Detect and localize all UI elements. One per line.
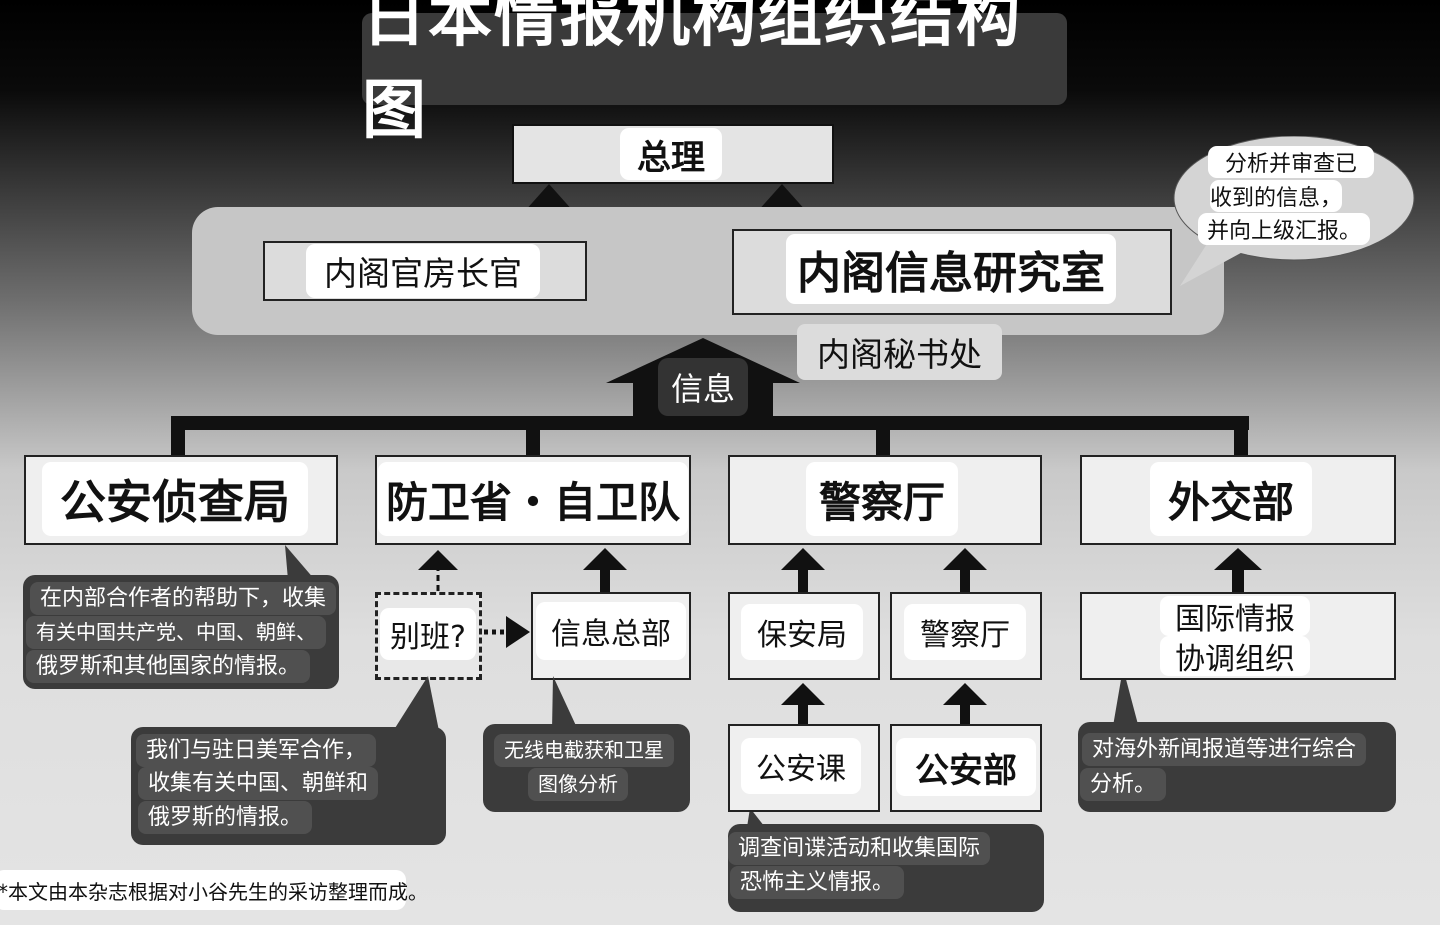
ciro-note-line-1: 分析并审查已 [1208, 146, 1374, 178]
mofa-note-line-2: 分析。 [1080, 768, 1167, 801]
chief-cabinet-secretary-label: 内阁官房长官 [306, 244, 540, 298]
security-bureau-label: 保安局 [741, 604, 863, 660]
footnote: *本文由本杂志根据对小谷先生的采访整理而成。 [0, 870, 428, 910]
cabinet-secretariat-label: 内阁秘书处 [797, 324, 1002, 380]
psia-label: 公安侦查局 [42, 462, 308, 536]
mod-label: 防卫省・自卫队 [378, 462, 688, 536]
npa-label: 警察厅 [806, 462, 958, 536]
bepan-note-line-2: 收集有关中国、朝鲜和 [138, 767, 379, 800]
ciro-label: 内阁信息研究室 [786, 234, 1116, 304]
dih-note-line-1: 无线电截获和卫星 [494, 734, 674, 767]
public-security-department-label: 公安部 [896, 738, 1036, 796]
bepan-label: 别班? [380, 608, 476, 660]
mofa-note-line-1: 对海外新闻报道等进行综合 [1082, 733, 1367, 766]
police-agency-sub-label: 警察厅 [904, 604, 1026, 660]
psia-note-line-1: 在内部合作者的帮助下，收集 [30, 582, 337, 615]
dih-note-line-2: 图像分析 [528, 768, 628, 801]
npa-note-line-1: 调查间谍活动和收集国际 [728, 832, 991, 865]
pm-label: 总理 [620, 128, 722, 180]
intl-info-org-line-2: 协调组织 [1160, 636, 1310, 677]
ciro-note-line-3: 并向上级汇报。 [1198, 213, 1370, 245]
public-security-division-label: 公安课 [741, 738, 861, 794]
bepan-note-line-3: 俄罗斯的情报。 [138, 801, 313, 834]
bepan-note-line-1: 我们与驻日美军合作， [136, 734, 377, 767]
psia-note-line-2: 有关中国共产党、中国、朝鲜、 [26, 616, 326, 649]
intl-info-org-line-1: 国际情报 [1160, 596, 1310, 637]
ciro-note-line-2: 收到的信息， [1210, 180, 1342, 212]
dih-label: 信息总部 [536, 602, 686, 660]
psia-note-line-3: 俄罗斯和其他国家的情报。 [26, 650, 311, 683]
mofa-label: 外交部 [1150, 462, 1312, 536]
npa-note-line-2: 恐怖主义情报。 [730, 866, 905, 899]
info-label: 信息 [658, 358, 748, 416]
